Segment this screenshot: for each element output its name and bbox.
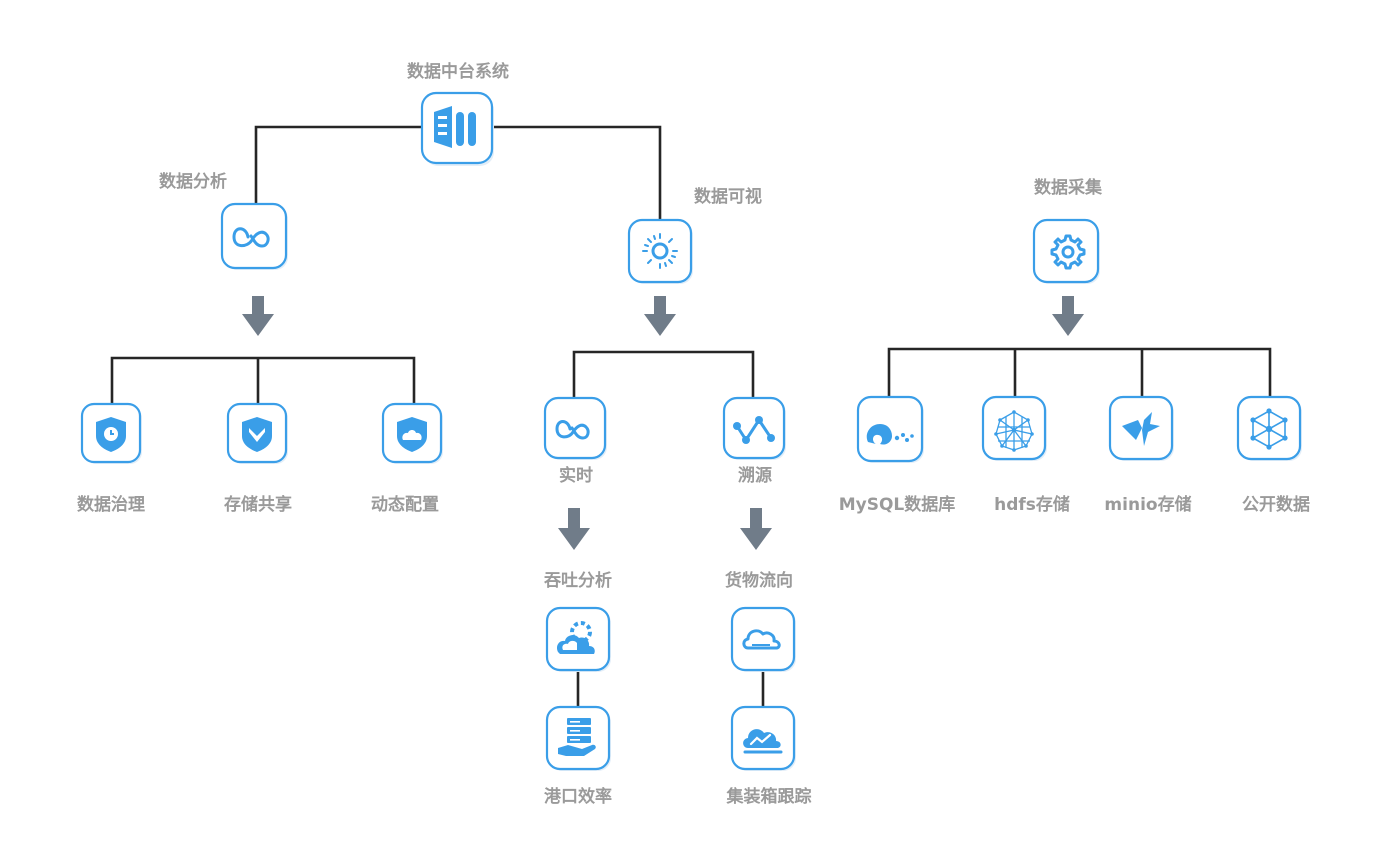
node-label: 港口效率 xyxy=(544,786,612,807)
sun-icon xyxy=(642,233,678,269)
node-label: 吞吐分析 xyxy=(544,570,612,591)
node-opendata[interactable]: 公开数据 xyxy=(1236,395,1310,515)
shield-bird-icon xyxy=(242,417,272,452)
node-realtime[interactable]: 实时 xyxy=(543,396,607,486)
node-label: 实时 xyxy=(559,465,593,486)
node-label: 溯源 xyxy=(738,465,772,486)
node-label: 存储共享 xyxy=(224,494,292,515)
node-label: minio存储 xyxy=(1104,494,1191,515)
connector-analysis-children xyxy=(110,356,416,405)
node-label: 数据中台系统 xyxy=(407,61,509,82)
node-port[interactable]: 港口效率 xyxy=(544,705,612,807)
node-label: MySQL数据库 xyxy=(839,494,956,515)
gear-icon xyxy=(1050,234,1086,270)
dolphin-icon xyxy=(866,424,914,445)
connector-collect-children xyxy=(887,347,1272,397)
node-mysql[interactable]: MySQL数据库 xyxy=(839,395,956,515)
minio-bird-icon xyxy=(1122,412,1160,446)
node-hdfs[interactable]: hdfs存储 xyxy=(981,395,1070,515)
node-container[interactable]: 集装箱跟踪 xyxy=(726,705,812,807)
server-hand-icon xyxy=(558,718,596,756)
node-governance[interactable]: 数据治理 xyxy=(77,402,145,515)
infinity-loop-icon xyxy=(555,420,590,440)
arrow-down-icon xyxy=(242,296,274,336)
node-share[interactable]: 存储共享 xyxy=(224,402,292,515)
connector-root-to-analysis xyxy=(254,125,424,204)
node-label: hdfs存储 xyxy=(994,494,1070,515)
node-label: 公开数据 xyxy=(1242,494,1310,515)
arrows xyxy=(242,296,1084,550)
node-config[interactable]: 动态配置 xyxy=(371,402,443,515)
node-throughput[interactable]: 吞吐分析 xyxy=(544,570,612,672)
infinity-loop-icon xyxy=(232,227,270,248)
data-columns-icon xyxy=(434,106,476,148)
node-visual[interactable]: 数据可视 xyxy=(627,186,762,284)
node-cargo[interactable]: 货物流向 xyxy=(725,570,796,672)
connector-root-to-visual xyxy=(492,125,662,220)
network-nodes-icon xyxy=(733,416,775,444)
node-analysis[interactable]: 数据分析 xyxy=(159,171,288,270)
arrow-down-icon xyxy=(558,508,590,550)
node-label: 数据治理 xyxy=(77,494,145,515)
gear-cloud-icon xyxy=(556,621,595,654)
node-collect[interactable]: 数据采集 xyxy=(1032,177,1103,284)
arrow-down-icon xyxy=(1052,296,1084,336)
node-root[interactable]: 数据中台系统 xyxy=(407,61,509,166)
node-label: 货物流向 xyxy=(725,570,793,591)
node-label: 集装箱跟踪 xyxy=(726,786,812,807)
connectors xyxy=(110,125,1272,708)
node-trace[interactable]: 溯源 xyxy=(722,396,786,486)
cloud-chart-icon xyxy=(743,729,783,754)
arrow-down-icon xyxy=(740,508,772,550)
node-label: 数据可视 xyxy=(694,186,762,207)
arrow-down-icon xyxy=(644,296,676,336)
cloud-outline-icon xyxy=(742,629,781,650)
node-label: 数据分析 xyxy=(159,171,227,192)
shield-cloud-icon xyxy=(397,417,427,452)
connector-visual-children xyxy=(572,350,755,400)
shield-clock-icon xyxy=(96,417,126,452)
node-minio[interactable]: minio存储 xyxy=(1104,395,1192,515)
node-label: 数据采集 xyxy=(1034,177,1103,198)
node-label: 动态配置 xyxy=(371,494,439,515)
